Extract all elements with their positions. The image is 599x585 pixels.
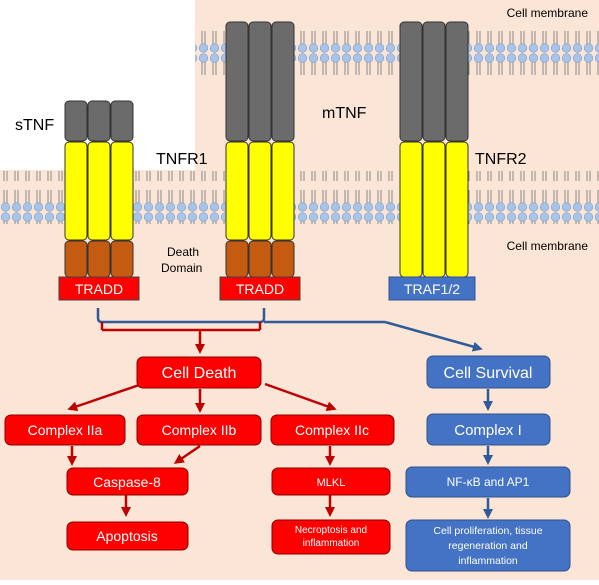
top-membrane-label: Cell membrane [507, 6, 589, 20]
bottom-membrane-label: Cell membrane [507, 239, 589, 253]
apoptosis-box [66, 521, 189, 551]
tnfr2-subunit [399, 141, 423, 278]
tradd-left-label: TRADD [75, 281, 123, 297]
proliferation-label-line2: regeneration and [448, 540, 528, 552]
arrow-to-complex-iic [264, 382, 337, 412]
mlkl-box [271, 467, 391, 496]
caspase8-label: Caspase-8 [93, 474, 161, 490]
tradd-middle-label: TRADD [236, 281, 284, 297]
death-domain-subunit [87, 240, 111, 278]
mtnf-trimer [225, 21, 295, 142]
cell-survival-label: Cell Survival [444, 365, 533, 382]
complex-i-box [426, 413, 551, 446]
blue-bracket-line [96, 308, 266, 324]
tnfr1-subunit [64, 141, 88, 241]
tnfr2-trimer [399, 141, 469, 278]
tnfr2-subunit [445, 141, 469, 278]
complex-iib-box [136, 414, 262, 446]
mlkl-label: MLKL [317, 477, 346, 489]
death-domain-subunit [271, 240, 295, 278]
mtnf-subunit [399, 21, 423, 142]
mtnf-subunit [248, 21, 272, 142]
traf-label: TRAF1/2 [404, 281, 460, 297]
tnfr1-subunit [87, 141, 111, 241]
death-domain-subunit [110, 240, 134, 278]
extracellular-space-top-left [0, 0, 195, 24]
death-domain-middle [225, 240, 295, 278]
complex-iia-box [4, 414, 126, 446]
tnfr2-subunit [422, 141, 446, 278]
death-domain-label-line2: Domain [161, 261, 202, 275]
stnf-trimer [64, 100, 134, 142]
complex-iic-box [270, 414, 395, 446]
necroptosis-label-line1: Necroptosis and [295, 525, 367, 536]
caspase8-box [66, 467, 189, 496]
stnf-subunit [110, 100, 134, 142]
mtnf-subunit [271, 21, 295, 142]
death-domain-left [64, 240, 134, 278]
tnfr1-middle-trimer [225, 141, 295, 241]
proliferation-label-line1: Cell proliferation, tissue [433, 525, 542, 537]
proliferation-label-line3: inflammation [458, 555, 518, 567]
mtnf-tnfr2-trimer [399, 21, 469, 142]
nfkb-box [405, 466, 571, 498]
mtnf-subunit [445, 21, 469, 142]
mtnf-subunit [422, 21, 446, 142]
complex-iia-label: Complex IIa [28, 422, 103, 438]
mtnf-subunit [225, 21, 249, 142]
tnfr1-subunit [248, 141, 272, 241]
tradd-middle-box [219, 276, 301, 301]
cytoplasm-top [195, 0, 599, 23]
mtnf-label: mTNF [322, 105, 367, 122]
stnf-subunit [87, 100, 111, 142]
necroptosis-label-line2: inflammation [303, 538, 360, 549]
proliferation-box [405, 519, 571, 572]
complex-iic-label: Complex IIc [295, 422, 369, 438]
cell-survival-box [426, 355, 551, 389]
death-domain-subunit [248, 240, 272, 278]
necroptosis-box [271, 519, 391, 555]
tnfr1-subunit [225, 141, 249, 241]
nfkb-label: NF-κB and AP1 [447, 475, 530, 489]
death-domain-subunit [64, 240, 88, 278]
stnf-subunit [64, 100, 88, 142]
cell-death-label: Cell Death [162, 365, 237, 382]
tnfr1-subunit [271, 141, 295, 241]
stnf-label: sTNF [15, 117, 54, 134]
arrow-to-cell-survival [384, 320, 483, 352]
red-bracket-line [100, 322, 262, 332]
arrow-to-complex-iia [67, 382, 143, 412]
arrow-iib-to-caspase8 [173, 444, 201, 464]
tradd-left-box [58, 276, 140, 301]
complex-iib-label: Complex IIb [162, 422, 237, 438]
cell-death-box [136, 356, 262, 389]
death-domain-label-line1: Death [167, 245, 199, 259]
tnfr2-label: TNFR2 [475, 151, 527, 168]
complex-i-label: Complex I [454, 422, 522, 439]
death-domain-subunit [225, 240, 249, 278]
tnfr1-left-trimer [64, 141, 134, 241]
tnfr1-label: TNFR1 [156, 151, 208, 168]
traf-box [388, 276, 476, 301]
apoptosis-label: Apoptosis [96, 528, 157, 544]
tnfr1-subunit [110, 141, 134, 241]
